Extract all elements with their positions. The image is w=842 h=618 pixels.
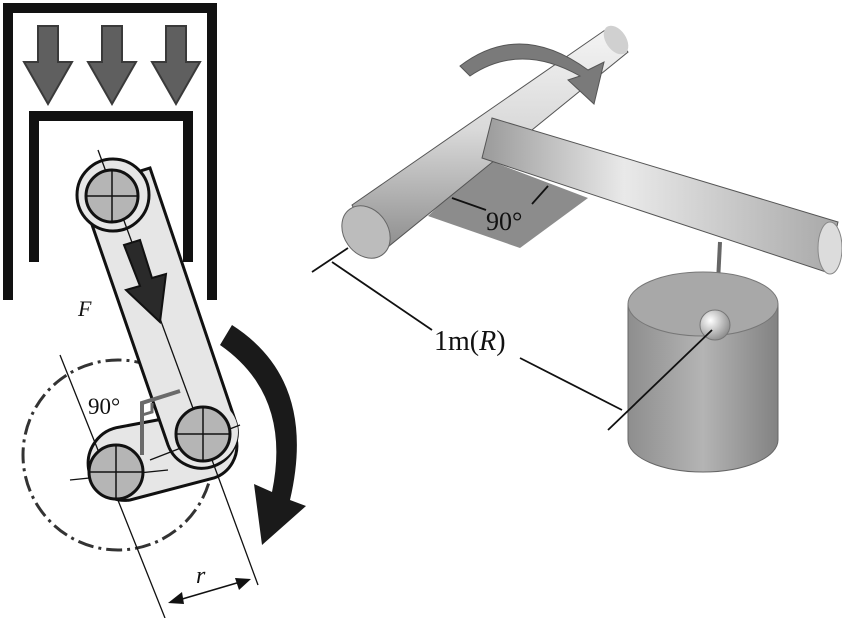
crank-angle-label: 90° [88, 394, 120, 419]
piston-housing [3, 3, 217, 300]
pressure-arrow-icon [150, 25, 202, 107]
lever-angle-label: 90° [486, 207, 522, 236]
right-angle-marker [140, 389, 181, 455]
pin-top [84, 168, 140, 224]
angle-bracket [451, 185, 549, 211]
hanging-weight [627, 271, 779, 473]
force-arrow-icon [122, 238, 168, 325]
pressure-arrows [22, 25, 202, 107]
pressure-arrow-icon [86, 25, 138, 107]
pin-crank-center [87, 443, 145, 501]
lever-arm [481, 117, 842, 275]
force-label: F [77, 296, 92, 321]
radius-label: r [196, 563, 206, 589]
radius-dimension [168, 578, 251, 604]
rotation-arrow-icon [220, 325, 306, 545]
shaft-rotation-arrow-icon [459, 43, 605, 105]
lever-weight-figure: 90° 1m(R) [311, 25, 842, 473]
distance-dimension [311, 247, 713, 431]
piston-crank-figure: F 90° r [3, 3, 306, 618]
pressure-arrow-icon [22, 25, 74, 107]
pin-crank-rod [174, 405, 232, 463]
distance-label: 1m(R) [434, 326, 506, 357]
